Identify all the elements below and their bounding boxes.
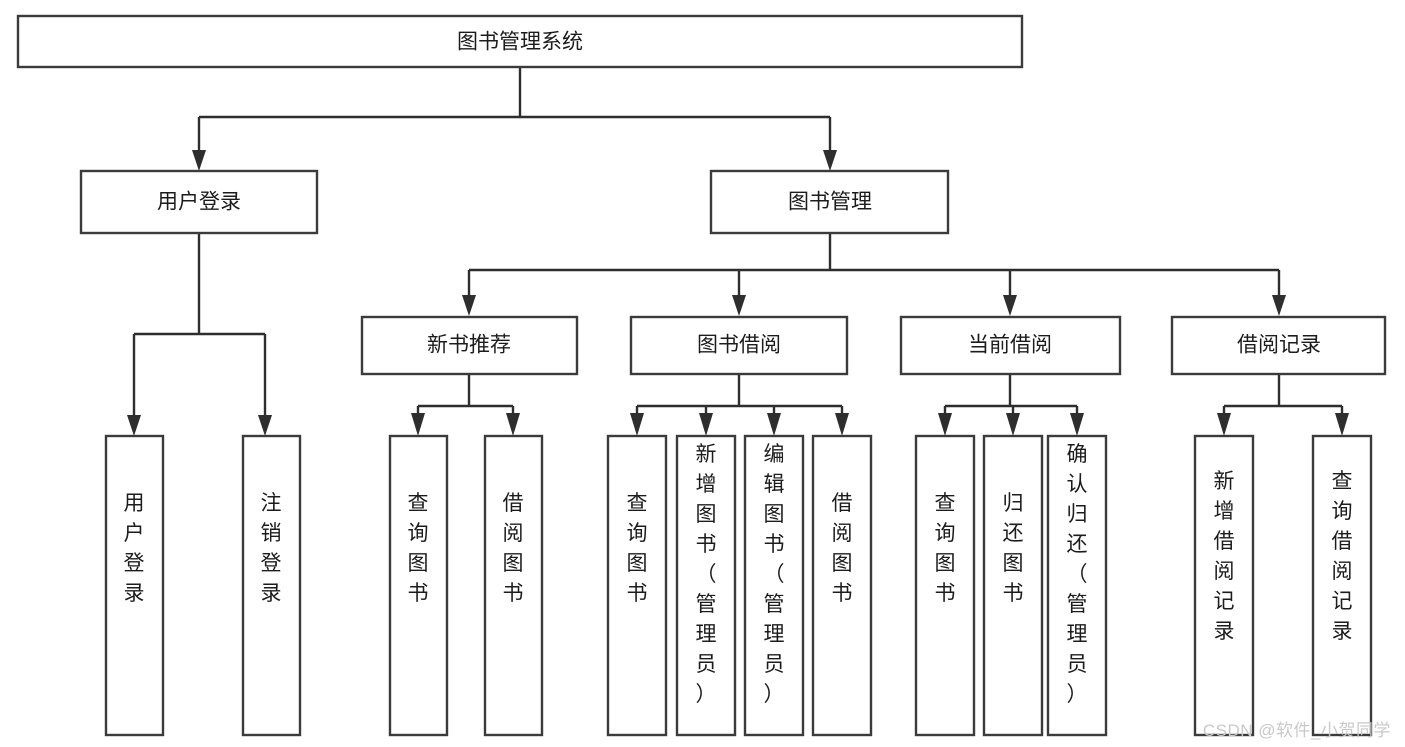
arrowhead-to-current-borrow: [1003, 295, 1017, 316]
node-user-login-box[interactable]: [79, 169, 319, 235]
node-leaf-query-book-1[interactable]: 查询图书: [388, 434, 449, 737]
node-root-box[interactable]: [16, 14, 1024, 69]
connector-borrow-record-to-leaves: [1222, 374, 1344, 425]
arrowhead-to-leaf-add-book: [699, 413, 713, 436]
connector-group-user-login: [127, 233, 272, 436]
arrowhead-to-leaf-logout: [258, 415, 272, 436]
node-leaf-query-record[interactable]: 查询借阅记录: [1311, 434, 1373, 737]
connector-group-book-management: [462, 233, 1286, 316]
arrowhead-to-book-management: [823, 150, 837, 171]
node-book-management[interactable]: 图书管理: [709, 169, 950, 235]
node-leaf-edit-book[interactable]: 编辑图书（管理员）: [743, 434, 805, 737]
connector-user-login-to-leaves: [132, 233, 267, 425]
node-leaf-borrow-book-2[interactable]: 借阅图书: [811, 434, 873, 737]
connector-book-management-to-level3: [467, 233, 1281, 305]
node-leaf-query-book-3-box[interactable]: [914, 434, 976, 737]
node-leaf-add-record[interactable]: 新增借阅记录: [1193, 434, 1255, 737]
node-leaf-borrow-book-1-box[interactable]: [483, 434, 544, 737]
arrowhead-to-borrow-record: [1272, 295, 1286, 316]
node-borrow-record-label: 借阅记录: [1237, 334, 1321, 357]
node-leaf-edit-book-box[interactable]: [743, 434, 805, 737]
node-leaf-edit-book-label: 编辑图书（管理员）: [764, 443, 785, 706]
connector-root-to-level2: [197, 67, 832, 160]
node-leaf-borrow-book-2-box[interactable]: [811, 434, 873, 737]
node-leaf-query-book-3[interactable]: 查询图书: [914, 434, 976, 737]
node-leaf-return-book-box[interactable]: [982, 434, 1044, 737]
connector-group-root: [192, 67, 837, 171]
node-leaf-borrow-book-1[interactable]: 借阅图书: [483, 434, 544, 737]
arrowhead-to-leaf-user-login: [127, 415, 141, 436]
arrowhead-to-leaf-query-book-3: [938, 413, 952, 436]
connector-book-borrow-to-leaves: [635, 374, 844, 425]
node-leaf-query-record-box[interactable]: [1311, 434, 1373, 737]
arrowhead-to-leaf-query-book-2: [630, 413, 644, 436]
node-user-login[interactable]: 用户登录: [79, 169, 319, 235]
node-book-borrow-box[interactable]: [629, 315, 849, 376]
node-leaf-logout-box[interactable]: [241, 434, 302, 737]
node-current-borrow-label: 当前借阅: [968, 334, 1052, 357]
node-leaf-confirm-return-label: 确认归还（管理员）: [1067, 443, 1088, 706]
node-new-book-recommend-box[interactable]: [360, 315, 579, 376]
node-book-management-label: 图书管理: [788, 191, 872, 214]
node-book-borrow[interactable]: 图书借阅: [629, 315, 849, 376]
node-leaf-user-login-label: 用户登录: [124, 492, 145, 605]
node-leaf-add-book-box[interactable]: [675, 434, 737, 737]
node-borrow-record-box[interactable]: [1170, 315, 1387, 376]
node-leaf-user-login[interactable]: 用户登录: [104, 434, 165, 737]
connector-group-new-book-recommend: [411, 374, 520, 436]
arrowhead-to-book-borrow: [732, 295, 746, 316]
node-leaf-query-book-3-label: 查询图书: [935, 492, 956, 605]
node-leaf-add-record-label: 新增借阅记录: [1214, 470, 1235, 643]
arrowhead-to-leaf-add-record: [1217, 413, 1231, 436]
node-leaf-query-book-2[interactable]: 查询图书: [606, 434, 668, 737]
node-leaf-query-book-2-label: 查询图书: [627, 492, 648, 605]
node-book-management-box[interactable]: [709, 169, 950, 235]
node-current-borrow-box[interactable]: [899, 315, 1122, 376]
node-borrow-record[interactable]: 借阅记录: [1170, 315, 1387, 376]
arrowhead-to-leaf-borrow-book-2: [835, 413, 849, 436]
node-leaf-query-book-1-box[interactable]: [388, 434, 449, 737]
node-leaf-user-login-box[interactable]: [104, 434, 165, 737]
node-leaf-confirm-return[interactable]: 确认归还（管理员）: [1046, 434, 1108, 737]
node-leaf-add-record-box[interactable]: [1193, 434, 1255, 737]
node-leaf-borrow-book-2-label: 借阅图书: [832, 492, 853, 605]
node-leaf-borrow-book-1-label: 借阅图书: [503, 492, 524, 605]
node-leaf-return-book[interactable]: 归还图书: [982, 434, 1044, 737]
node-root[interactable]: 图书管理系统: [16, 14, 1024, 69]
node-user-login-label: 用户登录: [157, 191, 241, 214]
arrowhead-to-new-book-recommend: [462, 295, 476, 316]
node-new-book-recommend-label: 新书推荐: [427, 334, 511, 357]
node-root-label: 图书管理系统: [457, 31, 583, 54]
node-book-borrow-label: 图书借阅: [697, 334, 781, 357]
node-leaf-add-book[interactable]: 新增图书（管理员）: [675, 434, 737, 737]
arrowhead-to-leaf-edit-book: [767, 413, 781, 436]
node-leaf-query-book-2-box[interactable]: [606, 434, 668, 737]
node-new-book-recommend[interactable]: 新书推荐: [360, 315, 579, 376]
arrowhead-to-leaf-return-book: [1006, 413, 1020, 436]
leaf-node-group: 用户登录 注销登录 查询图书 借阅图书 查询图书 新增图书（管理员） 编辑图书（…: [104, 434, 1373, 737]
arrowhead-to-user-login: [192, 150, 206, 171]
connector-group-book-borrow: [630, 374, 849, 436]
arrowhead-to-leaf-confirm-return: [1070, 413, 1084, 436]
node-leaf-add-book-label: 新增图书（管理员）: [696, 443, 717, 706]
connector-new-book-recommend-to-leaves: [416, 374, 515, 425]
arrowhead-to-leaf-query-book-1: [411, 413, 425, 436]
arrowhead-to-leaf-borrow-book-1: [506, 413, 520, 436]
arrowhead-to-leaf-query-record: [1335, 413, 1349, 436]
node-current-borrow[interactable]: 当前借阅: [899, 315, 1122, 376]
node-leaf-logout-label: 注销登录: [261, 492, 282, 605]
node-leaf-logout[interactable]: 注销登录: [241, 434, 302, 737]
node-leaf-query-book-1-label: 查询图书: [408, 492, 429, 605]
connector-group-borrow-record: [1217, 374, 1349, 436]
connector-group-current-borrow: [938, 374, 1084, 436]
node-leaf-return-book-label: 归还图书: [1003, 492, 1024, 605]
node-leaf-query-record-label: 查询借阅记录: [1332, 470, 1353, 643]
node-leaf-confirm-return-box[interactable]: [1046, 434, 1108, 737]
